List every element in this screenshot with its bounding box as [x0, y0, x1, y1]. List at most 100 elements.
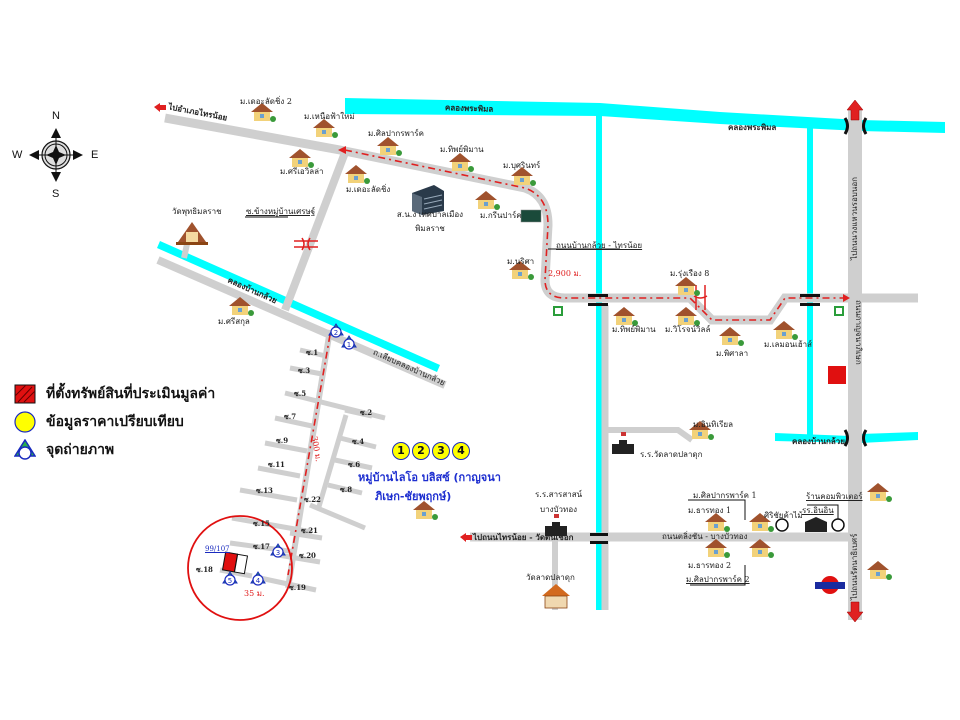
house-icon: [511, 167, 536, 186]
road-label: ถนนกาญจนาภิเษก: [854, 300, 863, 365]
photo-point-number: 2: [334, 329, 338, 337]
distance-label: 2,900 ม.: [548, 269, 582, 278]
distance-label: 35 ม.: [244, 589, 265, 598]
house-icon: [313, 119, 338, 138]
village-name-line-1: หมู่บ้านไลโอ บลิสซ์ (กาญจนา: [358, 471, 501, 484]
arrow-south-icon: [846, 601, 864, 623]
comparable-badge: 1: [392, 442, 410, 460]
compass-n: N: [52, 110, 60, 122]
route-arrow-head-west: [338, 146, 346, 154]
soi-label: ซ.22: [304, 495, 321, 504]
arrow-north-icon: [846, 99, 864, 121]
subject-area-circle: [187, 515, 293, 621]
road-network: [156, 110, 918, 620]
place-label: วัดพุทธิมลราช: [172, 207, 222, 216]
place-label: ม.เลมอนเฮ้าส์: [764, 340, 812, 349]
legend-item-subject: ที่ตั้งทรัพย์สินที่ประเมินมูลค่า: [14, 380, 215, 408]
soi-label: ซ.3: [298, 366, 311, 375]
canal-label: คลองพระพิมล: [728, 122, 777, 132]
compass-e: E: [91, 149, 99, 161]
place-label: ม.ศิลปากรพาร์ค 1: [693, 491, 757, 500]
yellow-circle-icon: [14, 411, 36, 433]
place-label: ม.อินทิเรียล: [693, 420, 733, 429]
house-icon: [449, 153, 474, 172]
leader-lines: [245, 216, 839, 586]
subject-neighbour-lot: [233, 553, 249, 575]
house-icon: [413, 501, 438, 520]
railway-crossing-icons: [294, 237, 708, 310]
place-label: ม.พิศาลา: [716, 349, 749, 358]
soi-label: ซ.13: [256, 486, 273, 495]
makro-icon: [828, 366, 846, 384]
canal-crossing-brackets: [843, 117, 868, 447]
house-icon: [509, 261, 534, 280]
comparable-badge: 3: [432, 442, 450, 460]
soi-label: ซ.7: [284, 412, 297, 421]
compass-s: S: [52, 188, 60, 200]
place-label: ม.ศรีสกุล: [218, 317, 250, 326]
house-icon: [475, 191, 500, 210]
canal-label: คลองพระพิมล: [444, 102, 494, 114]
school-icon-2: [612, 432, 634, 454]
house-icon: [719, 327, 744, 346]
landmark-circle-1: [775, 518, 789, 532]
route-line-soi: [287, 334, 331, 576]
legend-item-photo: จุดถ่ายภาพ: [14, 436, 215, 464]
photo-point-marker: 4: [250, 571, 266, 586]
place-label: ร้านคอมพิวเตอร์: [806, 492, 863, 501]
blue-triangle-marker-icon: [14, 439, 36, 460]
place-label: ม.รุ่งเรือง 8: [670, 269, 710, 278]
place-label: ม.กรีนปาร์ค: [480, 211, 522, 220]
place-label: ม.ธารทอง 1: [688, 506, 732, 515]
photo-points: 12 3 4 5: [222, 323, 357, 586]
house-icon: [675, 307, 700, 326]
compass-rose-icon: [29, 128, 83, 182]
road-label: ถนนตลิ่งชัน - บางบัวทอง: [662, 532, 748, 541]
place-label: ม.บุศรินทร์: [503, 161, 541, 170]
house-icon: [289, 149, 314, 168]
photo-point-marker: 1: [341, 335, 357, 350]
house-icon: [675, 277, 700, 296]
place-label: ม.เดอะลัดชิ่ง: [346, 185, 391, 194]
soi-label: ซ.2: [360, 408, 373, 417]
place-label: วัดลาดปลาดุก: [526, 573, 575, 582]
place-label: ร.ร.วัดลาดปลาดุก: [640, 450, 703, 459]
place-label: ม.วิโรจน์วิลล์: [665, 325, 711, 334]
house-icon: [749, 513, 774, 532]
arrow-west-icon-1: [154, 103, 166, 112]
map-legend: ที่ตั้งทรัพย์สินที่ประเมินมูลค่า ข้อมูลร…: [14, 380, 215, 464]
place-label: ส.น.ง เทศบาลเมืองพิมลราช: [396, 210, 464, 233]
place-label: ม.เหนือฟ้าใหม่: [304, 112, 355, 121]
house-icon: [377, 137, 402, 156]
office-building-icon: [412, 185, 444, 215]
canal-ban-kluai-west: [157, 241, 440, 372]
school-in-icon: [805, 517, 827, 532]
place-label: บางบัวทอง: [540, 505, 578, 514]
bridge-icons: [588, 294, 820, 544]
road-label: ไปถนนวงแหวนรอบนอก: [850, 177, 859, 260]
tesco-lotus-icon: [520, 209, 542, 223]
legend-item-comparable: ข้อมูลราคาเปรียบเทียบ: [14, 408, 215, 436]
soi-label: ซ.21: [301, 526, 318, 535]
soi-label: ซ.5: [294, 389, 307, 398]
soi-label: ซ.1: [306, 348, 319, 357]
photo-point-marker: 3: [270, 543, 286, 558]
place-label: ม.ธารทอง 2: [688, 561, 732, 570]
house-icon: [251, 103, 276, 122]
place-label: ศิริชัยค้าไม้: [764, 511, 803, 520]
route-arrow-head-east: [843, 294, 850, 302]
soi-label: ซ.6: [348, 460, 361, 469]
soi-label: ซ.9: [276, 436, 289, 445]
nissan-logo-icon: [815, 576, 845, 594]
place-label: ม.นริศา: [507, 257, 535, 266]
road-label: ถนนบ้านกล้วย - ไทรน้อย: [556, 241, 643, 250]
photo-point-number: 4: [256, 577, 261, 585]
canal-label: คลองบ้านกล้วย: [792, 436, 845, 446]
compass-w: W: [12, 149, 23, 161]
temple-icon: [176, 222, 208, 245]
canal-vertical-1: [596, 115, 602, 610]
photo-point-marker: 5: [222, 571, 238, 586]
house-icon: [613, 307, 638, 326]
photo-point-number: 3: [276, 549, 280, 557]
